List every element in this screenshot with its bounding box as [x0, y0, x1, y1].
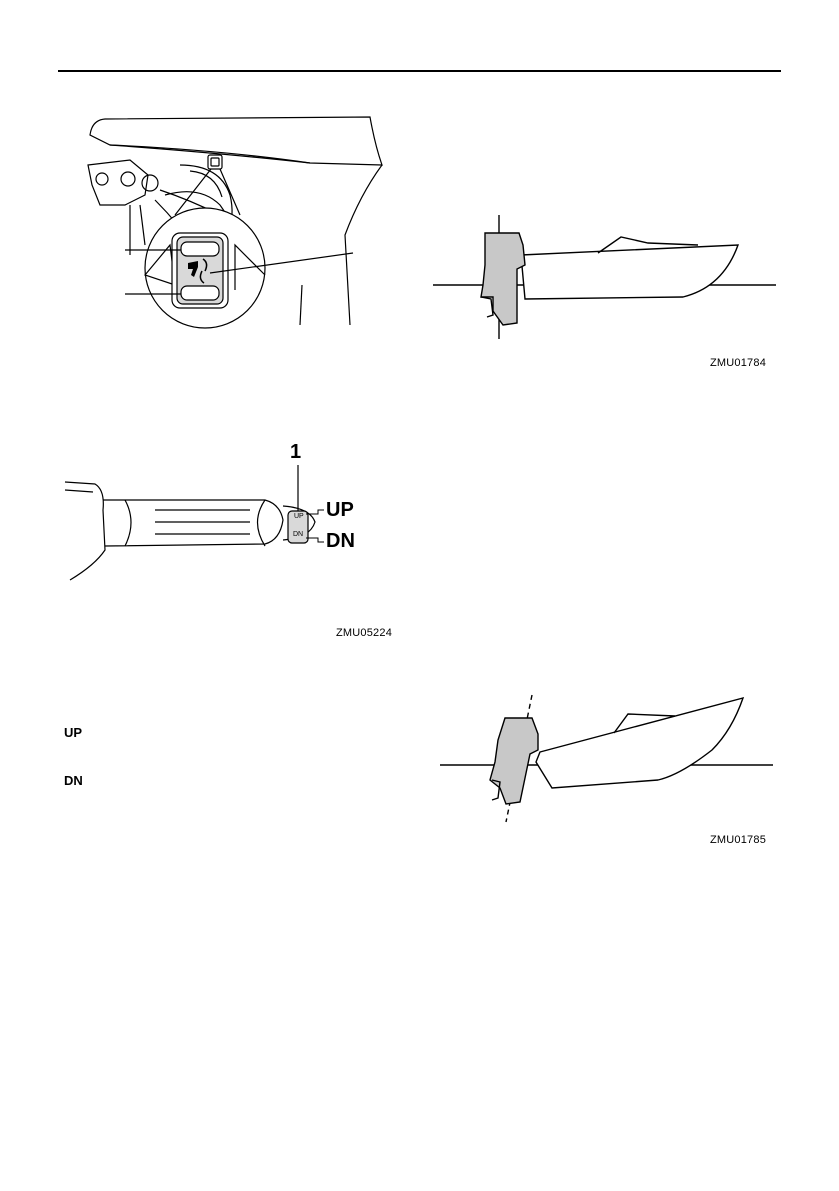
legend-up: UP: [64, 725, 82, 740]
legend-dn: DN: [64, 773, 83, 788]
header-rule: [58, 70, 781, 72]
figure-code-1: ZMU01784: [710, 357, 766, 369]
label-dn: DN: [326, 530, 355, 553]
switch-dn-text: DN: [293, 531, 303, 538]
callout-brackets: [306, 508, 328, 548]
callout-number: 1: [290, 441, 301, 464]
boat-trim-down-illustration: [440, 690, 780, 825]
figure-code-2: ZMU05224: [336, 627, 392, 639]
tiller-trim-switch-illustration: [65, 470, 325, 585]
switch-up-text: UP: [294, 513, 304, 520]
boat-neutral-trim-illustration: [433, 215, 778, 345]
outboard-trim-switch-illustration: [70, 105, 400, 350]
figure-code-3: ZMU01785: [710, 834, 766, 846]
label-up: UP: [326, 499, 354, 522]
